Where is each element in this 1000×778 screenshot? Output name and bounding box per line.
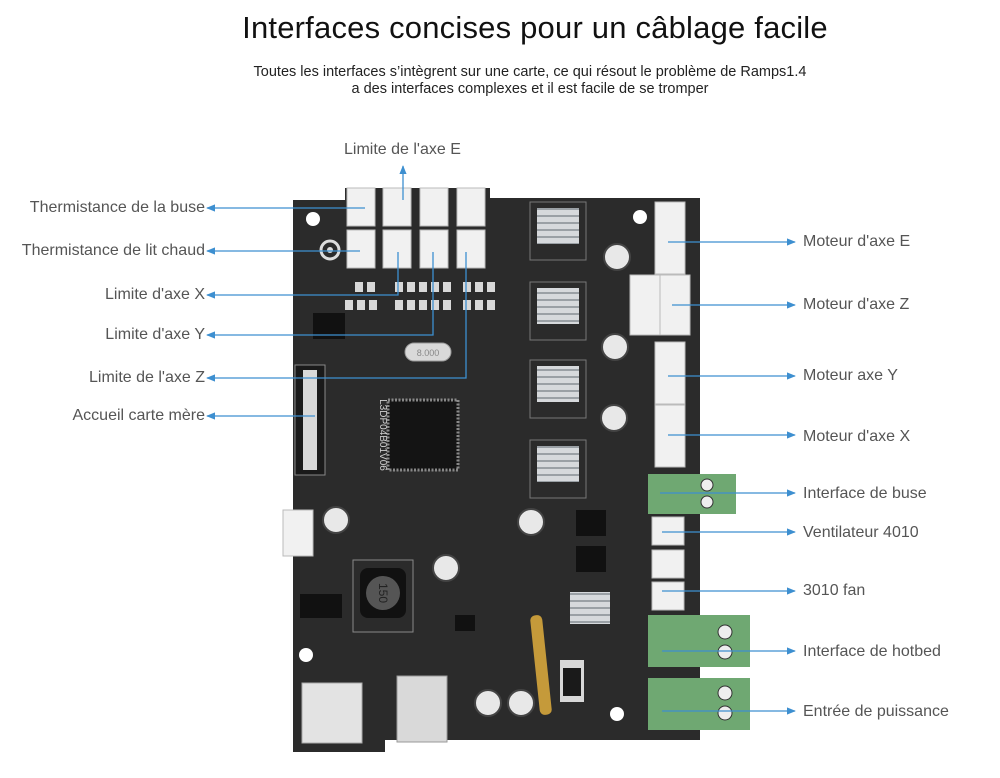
- mosfet: [576, 510, 606, 536]
- mosfet: [576, 546, 606, 572]
- label-entree-puissance: Entrée de puissance: [803, 703, 949, 720]
- label-limite-axe-x: Limite d'axe X: [105, 286, 205, 303]
- crystal-marking: 8.000: [417, 348, 440, 358]
- ribbon-contacts: [303, 370, 317, 470]
- sd-card-slot: [301, 682, 363, 744]
- pcb-board: [293, 188, 700, 752]
- arrow-limite-x: [206, 252, 399, 299]
- label-limite-axe-e: Limite de l'axe E: [344, 141, 461, 158]
- crystal-oscillator: 8.000: [404, 342, 452, 362]
- driver-ic: [300, 594, 342, 618]
- arrow-limite-z: [206, 252, 467, 382]
- endstop-thermistor-connectors: [346, 187, 486, 269]
- board-model-marking: L3DP04B01V06: [377, 399, 388, 471]
- power-diode: [560, 660, 584, 702]
- mounting-hole: [610, 707, 624, 721]
- usb-b-port: [396, 675, 448, 743]
- mounting-hole: [633, 210, 647, 224]
- capacitors: [322, 243, 631, 717]
- label-limite-axe-z: Limite de l'axe Z: [89, 369, 205, 386]
- smd-components: [345, 282, 495, 310]
- callout-arrows: [206, 165, 796, 715]
- page-title: Interfaces concises pour un câblage faci…: [242, 10, 828, 45]
- fan-connectors: [282, 509, 685, 611]
- label-moteur-axe-y: Moteur axe Y: [803, 367, 898, 384]
- label-ventilateur-4010: Ventilateur 4010: [803, 524, 919, 541]
- label-moteur-axe-e: Moteur d'axe E: [803, 233, 911, 250]
- label-interface-buse: Interface de buse: [803, 485, 927, 502]
- stepper-drivers: [529, 201, 610, 624]
- subtitle-line-1: Toutes les interfaces s’intègrent sur un…: [253, 64, 807, 80]
- label-interface-hotbed: Interface de hotbed: [803, 643, 941, 660]
- screw-terminals: [648, 474, 750, 730]
- inductor-marking: 150: [376, 583, 390, 603]
- mcu-chip: L3DP04B01V06: [377, 398, 460, 472]
- subtitle-line-2: a des interfaces complexes et il est fac…: [351, 81, 709, 97]
- label-limite-axe-y: Limite d'axe Y: [105, 326, 205, 343]
- label-moteur-axe-z: Moteur d'axe Z: [803, 296, 910, 313]
- arrow-limite-y: [206, 252, 434, 339]
- label-accueil-carte-mere: Accueil carte mère: [72, 407, 206, 424]
- label-thermistance-buse: Thermistance de la buse: [29, 199, 205, 216]
- page-subtitle: Toutes les interfaces s’intègrent sur un…: [0, 64, 1000, 98]
- label-thermistance-lit-chaud: Thermistance de lit chaud: [21, 242, 205, 259]
- label-3010-fan: 3010 fan: [803, 582, 866, 599]
- fuse: [530, 615, 552, 715]
- motor-connectors: [629, 201, 691, 468]
- label-moteur-axe-x: Moteur d'axe X: [803, 428, 911, 445]
- mounting-hole: [306, 212, 320, 226]
- mounting-hole: [299, 648, 313, 662]
- inductor: 150: [352, 559, 414, 633]
- small-ic: [455, 615, 475, 631]
